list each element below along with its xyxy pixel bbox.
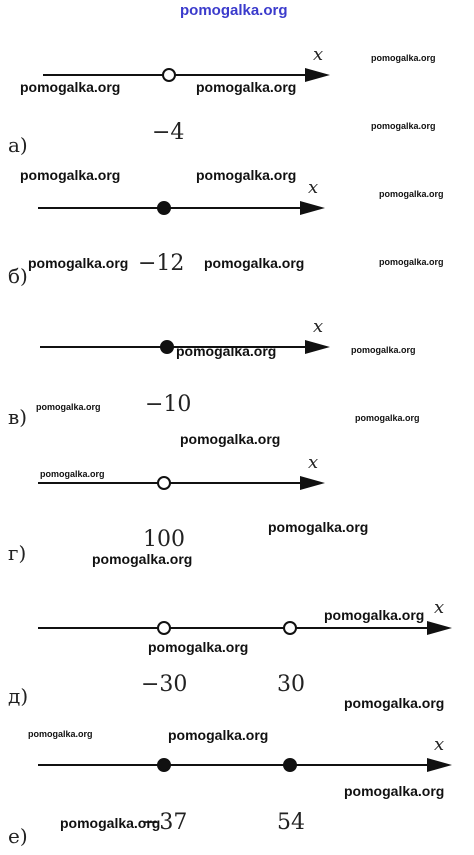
axis-arrow-e [427, 758, 452, 772]
point-value-b-1: −12 [138, 251, 185, 276]
number-line-b [38, 201, 325, 215]
axis-variable-g: x [308, 452, 319, 473]
axis-arrow-a [305, 68, 330, 82]
watermark: pomogalka.org [28, 729, 93, 739]
axis-arrow-v [305, 340, 330, 354]
watermark: pomogalka.org [20, 167, 121, 183]
point-b-1 [157, 201, 171, 215]
point-d-1 [157, 621, 171, 635]
point-value-g-1: 100 [143, 527, 185, 552]
problem-label-b: б) [8, 264, 28, 288]
point-value-a-1: −4 [152, 120, 185, 145]
watermark: pomogalka.org [148, 639, 249, 655]
watermark: pomogalka.org [379, 257, 444, 267]
problem-label-v: в) [8, 405, 28, 429]
watermark: pomogalka.org [176, 343, 277, 359]
axis-variable-d: x [434, 597, 445, 618]
point-value-d-2: 30 [277, 672, 305, 697]
watermark: pomogalka.org [60, 815, 161, 831]
watermark: pomogalka.org [20, 79, 121, 95]
watermark: pomogalka.org [40, 469, 105, 479]
watermark: pomogalka.org [196, 167, 297, 183]
point-a-1 [162, 68, 176, 82]
watermark: pomogalka.org [351, 345, 416, 355]
point-value-v-1: −10 [145, 392, 192, 417]
problem-label-d: д) [8, 684, 29, 708]
point-v-1 [160, 340, 174, 354]
point-d-2 [283, 621, 297, 635]
point-e-1 [157, 758, 171, 772]
watermark: pomogalka.org [324, 607, 425, 623]
number-line-d [38, 621, 452, 635]
watermark: pomogalka.org [180, 431, 281, 447]
watermark: pomogalka.org [168, 727, 269, 743]
number-line-a [43, 68, 330, 82]
axis-arrow-g [300, 476, 325, 490]
watermark: pomogalka.org [204, 255, 305, 271]
watermark: pomogalka.org [196, 79, 297, 95]
axis-arrow-d [427, 621, 452, 635]
axis-variable-e: x [434, 734, 445, 755]
watermark: pomogalka.org [344, 783, 445, 799]
axis-variable-v: x [313, 316, 324, 337]
header-watermark: pomogalka.org [180, 2, 288, 19]
point-g-1 [157, 476, 171, 490]
point-value-d-1: −30 [141, 672, 188, 697]
point-value-e-1: −37 [141, 810, 188, 835]
problem-label-a: а) [8, 133, 28, 157]
number-line-g [38, 476, 325, 490]
watermark: pomogalka.org [371, 53, 436, 63]
watermark: pomogalka.org [355, 413, 420, 423]
number-line-e [38, 758, 452, 772]
watermark: pomogalka.org [268, 519, 369, 535]
watermark: pomogalka.org [371, 121, 436, 131]
watermark: pomogalka.org [344, 695, 445, 711]
point-e-2 [283, 758, 297, 772]
axis-variable-a: x [313, 44, 324, 65]
problem-label-g: г) [8, 541, 27, 565]
point-value-e-2: 54 [277, 810, 305, 835]
axis-arrow-b [300, 201, 325, 215]
number-line-v [40, 340, 330, 354]
watermark: pomogalka.org [28, 255, 129, 271]
watermark: pomogalka.org [36, 402, 101, 412]
watermark: pomogalka.org [379, 189, 444, 199]
axis-variable-b: x [308, 177, 319, 198]
watermark: pomogalka.org [92, 551, 193, 567]
problem-label-e: е) [8, 824, 28, 848]
